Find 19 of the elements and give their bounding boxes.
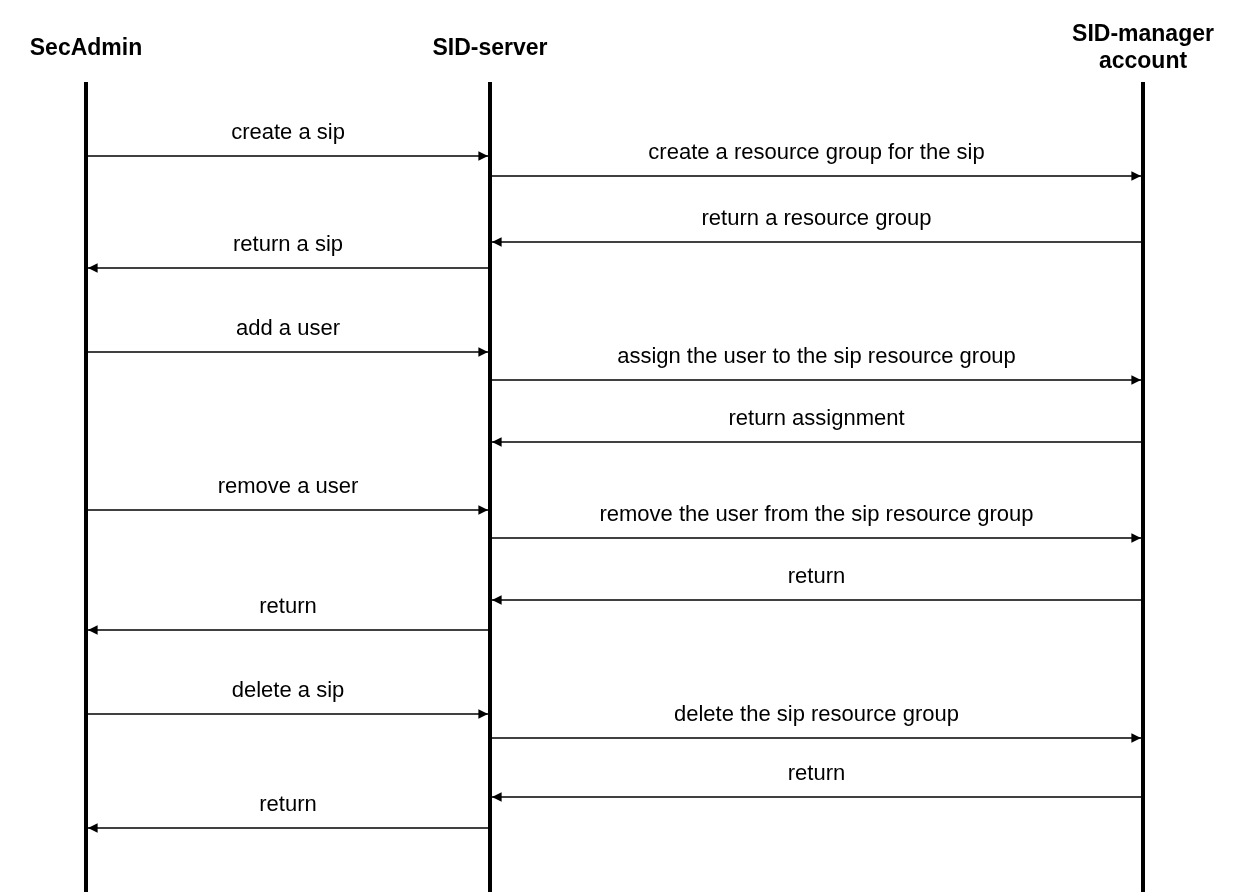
message-arrow [87, 505, 489, 515]
message-arrow [491, 237, 1142, 247]
message-arrow [491, 437, 1142, 447]
message-arrow [87, 823, 489, 833]
message-arrow [87, 625, 489, 635]
message-arrow [491, 171, 1142, 181]
message-arrow [491, 792, 1142, 802]
message-arrow [87, 347, 489, 357]
participant-name: SID-manager account [1071, 19, 1215, 75]
message-arrow [87, 709, 489, 719]
message-arrow [87, 151, 489, 161]
participant-name: SecAdmin [28, 32, 144, 62]
participant-name: SID-server [431, 32, 549, 62]
message-arrow [87, 263, 489, 273]
message-arrow [491, 733, 1142, 743]
message-arrow [491, 595, 1142, 605]
message-arrow [491, 375, 1142, 385]
edge-label: delete the sip resource group [671, 702, 962, 726]
message-arrow [491, 533, 1142, 543]
